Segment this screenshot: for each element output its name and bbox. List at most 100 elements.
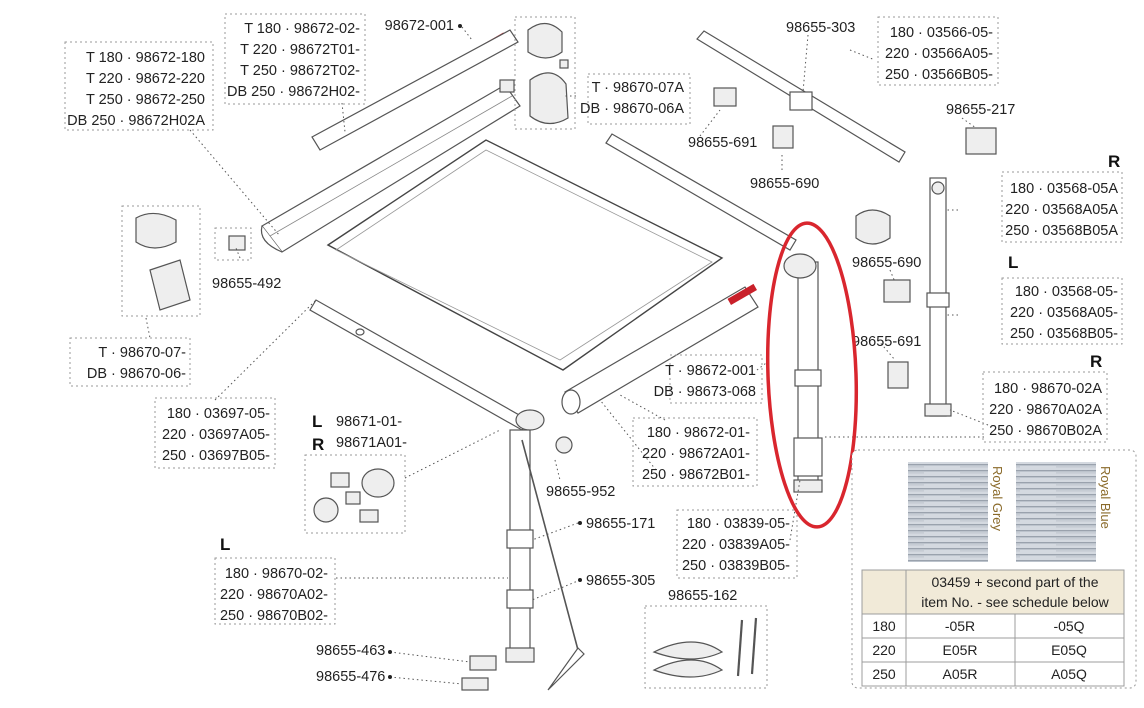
label-line: 250 · 03568B05- [1010, 326, 1118, 342]
label-rafter-top: 180 · 03566-05- 220 · 03566A05- 250 · 03… [885, 25, 993, 83]
label-bracket: 98671-01- 98671A01- [336, 414, 407, 451]
swatch-royal-blue [1016, 462, 1096, 562]
label-line: 250 · 98672B01- [642, 467, 750, 483]
cover-strip [311, 29, 519, 151]
label-line: 180 · 98670-02- [225, 566, 328, 582]
front-profile-bar [561, 283, 759, 415]
label-line: DB · 98670-06A [580, 101, 684, 117]
fabric-panel: Royal Grey Royal Blue 03459 + second par… [851, 449, 1137, 689]
callout-98655-691-top: 98655-691 [688, 135, 757, 151]
label-line: T 220 · 98672T01- [240, 42, 360, 58]
callout-98655-690-top: 98655-690 [750, 176, 819, 192]
label-line: DB · 98673-068 [654, 384, 756, 400]
label-leg-l-bottom: 180 · 98670-02- 220 · 98670A02- 250 · 98… [220, 566, 328, 624]
callout-98655-691-mid: 98655-691 [852, 334, 921, 350]
label-line: 180 · 03566-05- [890, 25, 993, 41]
highlight-ellipse [765, 221, 859, 529]
label-line: 220 · 98672A01- [642, 446, 750, 462]
label-leg-r-top: 180 · 03568-05A 220 · 03568A05A 250 · 03… [1005, 181, 1118, 239]
table-cell-blue: A05Q [1051, 666, 1087, 682]
callout-98672-001: 98672-001 [385, 18, 454, 34]
label-line: 220 · 03568A05- [1010, 305, 1118, 321]
label-line: 250 · 98670B02A [989, 423, 1102, 439]
callout-98655-476: 98655-476 [316, 669, 385, 685]
callout-98655-171: 98655-171 [586, 516, 655, 532]
table-cell-blue: -05Q [1053, 618, 1084, 634]
label-endcap-top: T · 98670-07A DB · 98670-06A [580, 80, 684, 117]
swatch-label-royal-blue: Royal Blue [1098, 466, 1113, 529]
label-line: T 220 · 98672-220 [86, 71, 205, 87]
support-leg-spare [924, 177, 952, 417]
awning-fabric [326, 139, 724, 371]
label-line: 250 · 03839B05- [682, 558, 790, 574]
table-cell-size: 180 [872, 618, 896, 634]
label-line: 98671-01- [336, 414, 402, 430]
label-line: 220 · 98670A02A [989, 402, 1102, 418]
callout-98655-305: 98655-305 [586, 573, 655, 589]
label-line: 250 · 98670B02- [220, 608, 328, 624]
side-letter-l: L [1008, 253, 1018, 272]
side-letter-r: R [1108, 152, 1120, 171]
label-leg-r-bottom: 180 · 98670-02A 220 · 98670A02A 250 · 98… [989, 381, 1102, 439]
label-front-profile: T · 98672-001 DB · 98673-068 [654, 363, 756, 400]
label-line: 220 · 98670A02- [220, 587, 328, 603]
support-leg-left [505, 409, 545, 663]
label-line: 220 · 03568A05A [1005, 202, 1118, 218]
side-letter-r-mid: R [1090, 352, 1102, 371]
side-letter-l-bottom: L [220, 535, 230, 554]
label-line: T 250 · 98672T02- [240, 63, 360, 79]
label-line: 220 · 03839A05- [682, 537, 790, 553]
table-header-line2: item No. - see schedule below [921, 594, 1109, 610]
callout-98655-162: 98655-162 [668, 588, 737, 604]
label-line: 250 · 03566B05- [885, 67, 993, 83]
label-line: 180 · 03839-05- [687, 516, 790, 532]
label-line: DB 250 · 98672H02- [227, 84, 360, 100]
label-line: T 180 · 98672-180 [86, 50, 205, 66]
label-line: 180 · 98672-01- [647, 425, 750, 441]
label-line: 180 · 98670-02A [994, 381, 1102, 397]
callout-98655-690-mid: 98655-690 [852, 255, 921, 271]
label-endcap-left: T · 98670-07- DB · 98670-06- [87, 345, 186, 382]
table-cell-size: 220 [872, 642, 896, 658]
label-line: T · 98672-001 [665, 363, 756, 379]
swatch-royal-grey [908, 462, 988, 562]
side-letter-bracket-r: R [312, 435, 324, 454]
label-line: 250 · 03697B05- [162, 448, 270, 464]
group-boxes [64, 13, 1123, 689]
tie-down-kit [652, 617, 758, 678]
table-cell-blue: E05Q [1051, 642, 1087, 658]
support-leg-right [783, 253, 823, 493]
table-cell-grey: A05R [942, 666, 977, 682]
hardware-bits [135, 22, 997, 691]
label-line: DB · 98670-06- [87, 366, 186, 382]
label-leg-mid: 180 · 03839-05- 220 · 03839A05- 250 · 03… [682, 516, 790, 574]
label-leg-l-top: 180 · 03568-05- 220 · 03568A05- 250 · 03… [1010, 284, 1118, 342]
label-line: 220 · 03566A05- [885, 46, 993, 62]
label-cover-top: T 180 · 98672-02- T 220 · 98672T01- T 25… [227, 21, 360, 100]
table-cell-size: 250 [872, 666, 896, 682]
label-line: T 250 · 98672-250 [86, 92, 205, 108]
label-line: 220 · 03697A05- [162, 427, 270, 443]
label-line: DB 250 · 98672H02A [67, 113, 205, 129]
table-header-line1: 03459 + second part of the [932, 574, 1099, 590]
table-cell-grey: -05R [945, 618, 975, 634]
table-cell-grey: E05R [942, 642, 977, 658]
callout-98655-492: 98655-492 [212, 276, 281, 292]
label-line: T 180 · 98672-02- [244, 21, 360, 37]
label-cover-left: T 180 · 98672-180 T 220 · 98672-220 T 25… [67, 50, 205, 129]
label-line: 98671A01- [336, 435, 407, 451]
callout-98655-952: 98655-952 [546, 484, 615, 500]
rafter-arm-right [605, 30, 906, 251]
label-front-bar: 180 · 98672-01- 220 · 98672A01- 250 · 98… [642, 425, 750, 483]
label-line: T · 98670-07- [98, 345, 186, 361]
callout-98655-217: 98655-217 [946, 102, 1015, 118]
side-letter-bracket-l: L [312, 412, 322, 431]
label-line: 180 · 03697-05- [167, 406, 270, 422]
label-rafter-left: 180 · 03697-05- 220 · 03697A05- 250 · 03… [162, 406, 270, 464]
label-line: 180 · 03568-05A [1010, 181, 1118, 197]
label-line: 250 · 03568B05A [1005, 223, 1118, 239]
label-line: T · 98670-07A [592, 80, 685, 96]
callout-98655-463: 98655-463 [316, 643, 385, 659]
label-line: 180 · 03568-05- [1015, 284, 1118, 300]
